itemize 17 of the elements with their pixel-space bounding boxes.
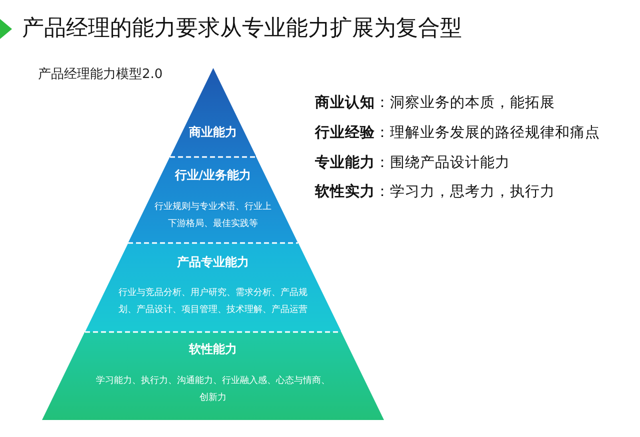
layer-heading: 商业能力	[188, 124, 238, 141]
note-text: 行业经验：理解业务发展的路径规律和痛点	[315, 124, 600, 142]
title: 产品经理的能力要求从专业能力扩展为复合型	[22, 15, 462, 43]
pyramid-layer	[42, 332, 384, 420]
layer-heading: 产品专业能力	[176, 254, 250, 271]
pyramid-layer	[128, 157, 298, 243]
pyramid-layer	[84, 243, 342, 332]
layer-heading: 行业/业务能力	[174, 167, 252, 184]
pyramid-layer	[170, 68, 256, 157]
layer-heading: 软性能力	[188, 341, 238, 358]
model-caption: 产品经理能力模型2.0	[38, 66, 163, 83]
layer-description: 行业规则与专业术语、行业上下游格局、最佳实践等	[153, 200, 272, 231]
note-text: 软性实力：学习力，思考力，执行力	[315, 182, 555, 201]
note-text: 专业能力：围绕产品设计能力	[315, 154, 510, 172]
note-text: 商业认知：洞察业务的本质，能拓展	[315, 94, 555, 112]
layer-description: 行业与竞品分析、用户研究、需求分析、产品规划、产品设计、项目管理、技术理解、产品运营	[118, 286, 308, 317]
layer-description: 学习能力、执行力、沟通能力、行业融入感、心态与情商、创新力	[95, 374, 331, 405]
